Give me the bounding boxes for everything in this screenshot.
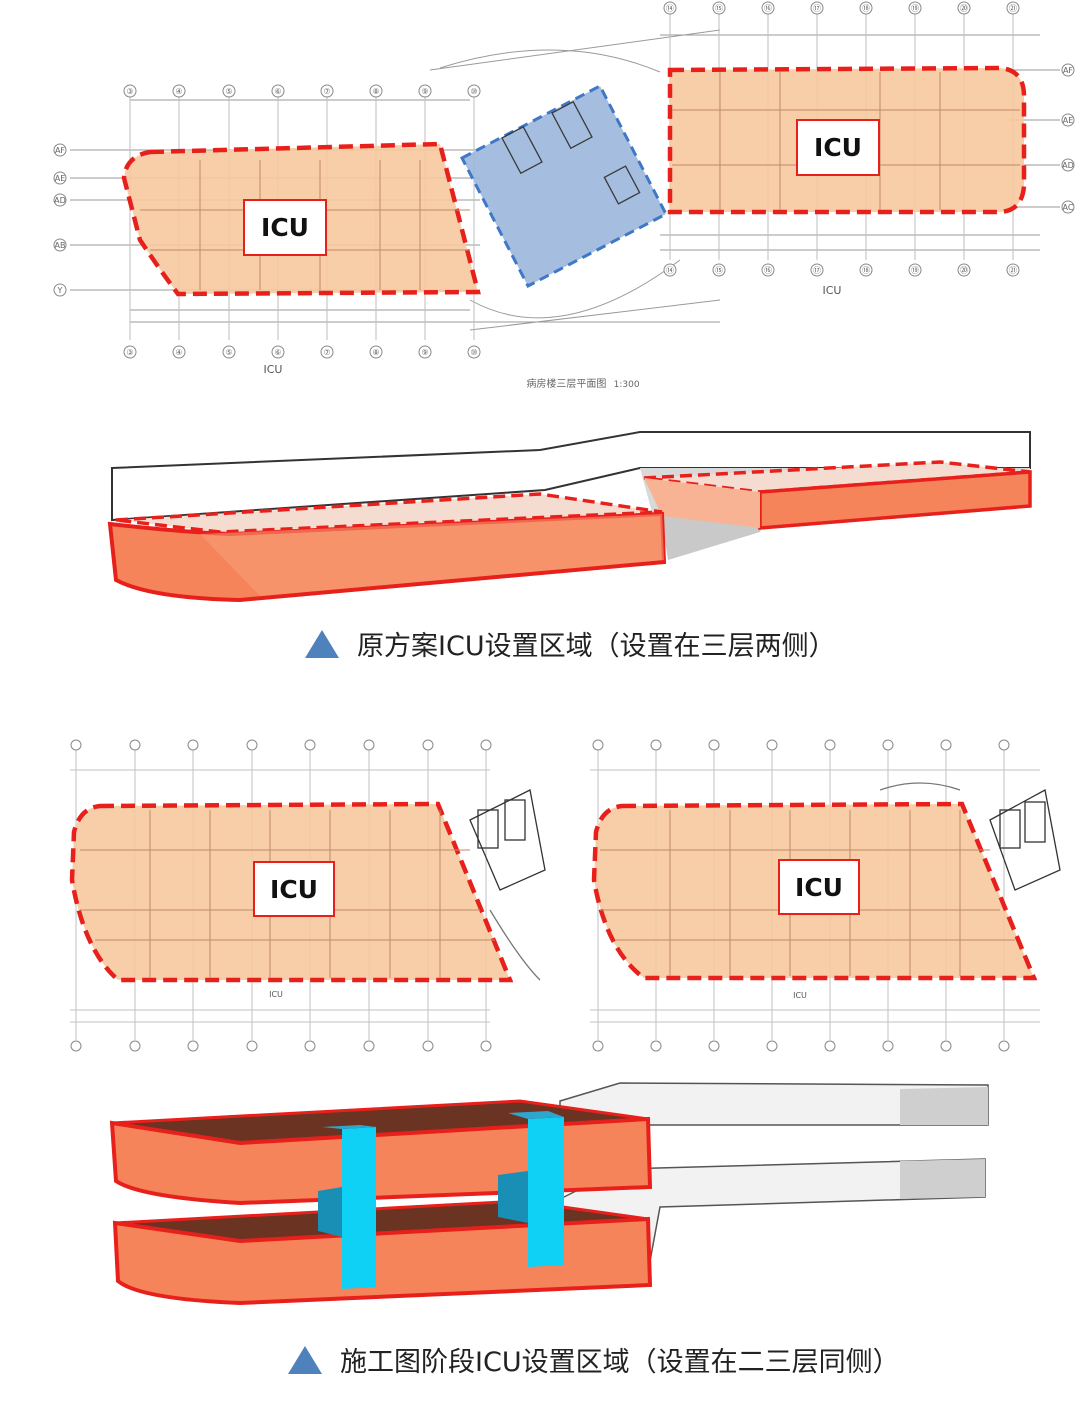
axis-label: ⑥: [274, 87, 281, 96]
caption-original: 原方案ICU设置区域（设置在三层两侧）: [305, 624, 836, 663]
axis-bubbles-left-bottom: [123, 345, 481, 359]
triangle-icon: [305, 629, 339, 658]
axis-label: ④: [175, 87, 182, 96]
core-linework: [501, 100, 641, 205]
axis-bubbles-b-left: [70, 739, 492, 1052]
triangle-icon: [288, 1345, 322, 1374]
top-floor-plan: ICU ICU ICU ICU 病房楼三层平面图 1:300 ③ ③ ④ ④ ⑤ ⑤ ⑥ ⑥ ⑦…: [53, 1, 1075, 390]
shaft-right: [528, 1117, 564, 1267]
grey-wing-upper-shade: [900, 1087, 988, 1125]
shaft-left-shadow: [318, 1187, 342, 1237]
plan-title-text: 病房楼三层平面图: [526, 377, 606, 390]
axis-label: ③: [126, 348, 133, 357]
row-label: Y: [57, 286, 63, 295]
axis-label: ⑦: [323, 87, 330, 96]
shaft-right-cap: [508, 1111, 564, 1119]
core-zone: [459, 83, 669, 289]
axis-bubbles-right-top: [663, 1, 1020, 15]
row-label: AF: [1063, 66, 1073, 75]
axis-label: ⑰: [813, 266, 821, 275]
axis-label: ⑩: [470, 348, 477, 357]
axis-bubbles-right-bottom: [663, 263, 1020, 277]
axis-label: ⑥: [274, 348, 281, 357]
grey-wing-lower-shade: [900, 1159, 985, 1199]
axis-label: ⑳: [960, 4, 968, 13]
row-label: AD: [54, 196, 66, 205]
axis-bubbles-b-right: [592, 739, 1010, 1052]
icu-label-left: ICU: [261, 213, 309, 242]
axis-label: ⑯: [764, 266, 772, 275]
axis-label: ⑱: [862, 4, 870, 13]
icu-label-box-b-right: [778, 859, 860, 915]
axis-label: ⑨: [421, 348, 428, 357]
axis-label: ⑮: [715, 266, 723, 275]
axis-label: ⑱: [862, 266, 870, 275]
plan-scale: 1:300: [614, 380, 640, 390]
axis-bubbles-left-top: [123, 84, 481, 98]
caption-original-text: 原方案ICU设置区域（设置在三层两侧）: [357, 631, 836, 662]
massing-original: [107, 431, 1032, 603]
icu-label-right: ICU: [814, 133, 862, 162]
axis-label: ⑩: [470, 87, 477, 96]
construction-plans: ICU ICU ICU ICU: [69, 739, 1061, 1052]
under-label-left: ICU: [264, 363, 283, 376]
axis-label: ③: [126, 87, 133, 96]
row-label: AF: [55, 146, 65, 155]
caption-construction-text: 施工图阶段ICU设置区域（设置在二三层同侧）: [340, 1347, 900, 1378]
under-label-b-right: ICU: [793, 991, 807, 1000]
axis-label: ⑧: [372, 348, 379, 357]
row-label: AC: [1063, 203, 1074, 212]
stair-core-b-left: [469, 789, 546, 981]
axis-label: ㉑: [1009, 4, 1017, 13]
icu-block-left-shade: [200, 514, 664, 596]
icu-block-right-front: [644, 478, 760, 528]
axis-label: ㉑: [1009, 266, 1017, 275]
axis-label: ⑦: [323, 348, 330, 357]
massing-construction: [109, 1082, 989, 1306]
row-label: AE: [1063, 116, 1074, 125]
axis-label: ⑭: [666, 266, 674, 275]
icu-label-box-b-left: [253, 861, 335, 917]
icu-label-b-right: ICU: [795, 873, 843, 902]
caption-construction: 施工图阶段ICU设置区域（设置在二三层同侧）: [288, 1340, 900, 1379]
axis-label: ⑲: [911, 266, 919, 275]
axis-label: ④: [175, 348, 182, 357]
axis-label: ⑮: [715, 4, 723, 13]
plan-title: 病房楼三层平面图 1:300: [526, 377, 639, 390]
icu-block-lower-side: [112, 1216, 653, 1306]
shaft-right-shadow: [498, 1171, 528, 1223]
axis-label: ⑧: [372, 87, 379, 96]
axis-label: ⑤: [225, 87, 232, 96]
row-label: AE: [55, 174, 66, 183]
under-label-right: ICU: [823, 284, 842, 297]
icu-label-b-left: ICU: [270, 875, 318, 904]
axis-label: ⑯: [764, 4, 772, 13]
under-label-b-left: ICU: [269, 990, 283, 999]
axis-label: ⑨: [421, 87, 428, 96]
axis-label: ⑰: [813, 4, 821, 13]
icu-label-box-right: [796, 119, 880, 176]
axis-label: ⑳: [960, 266, 968, 275]
shaft-left-cap: [322, 1125, 376, 1129]
row-label: AD: [1062, 161, 1074, 170]
shaft-left: [342, 1127, 376, 1289]
axis-label: ⑲: [911, 4, 919, 13]
axis-label: ⑤: [225, 348, 232, 357]
stair-core-b-right: [879, 782, 1061, 891]
icu-label-box-left: [243, 199, 327, 256]
row-label: AB: [55, 241, 66, 250]
axis-bubbles-rows: [53, 63, 1075, 297]
axis-label: ⑭: [666, 4, 674, 13]
plan-grid-b-right: [590, 740, 1040, 1040]
